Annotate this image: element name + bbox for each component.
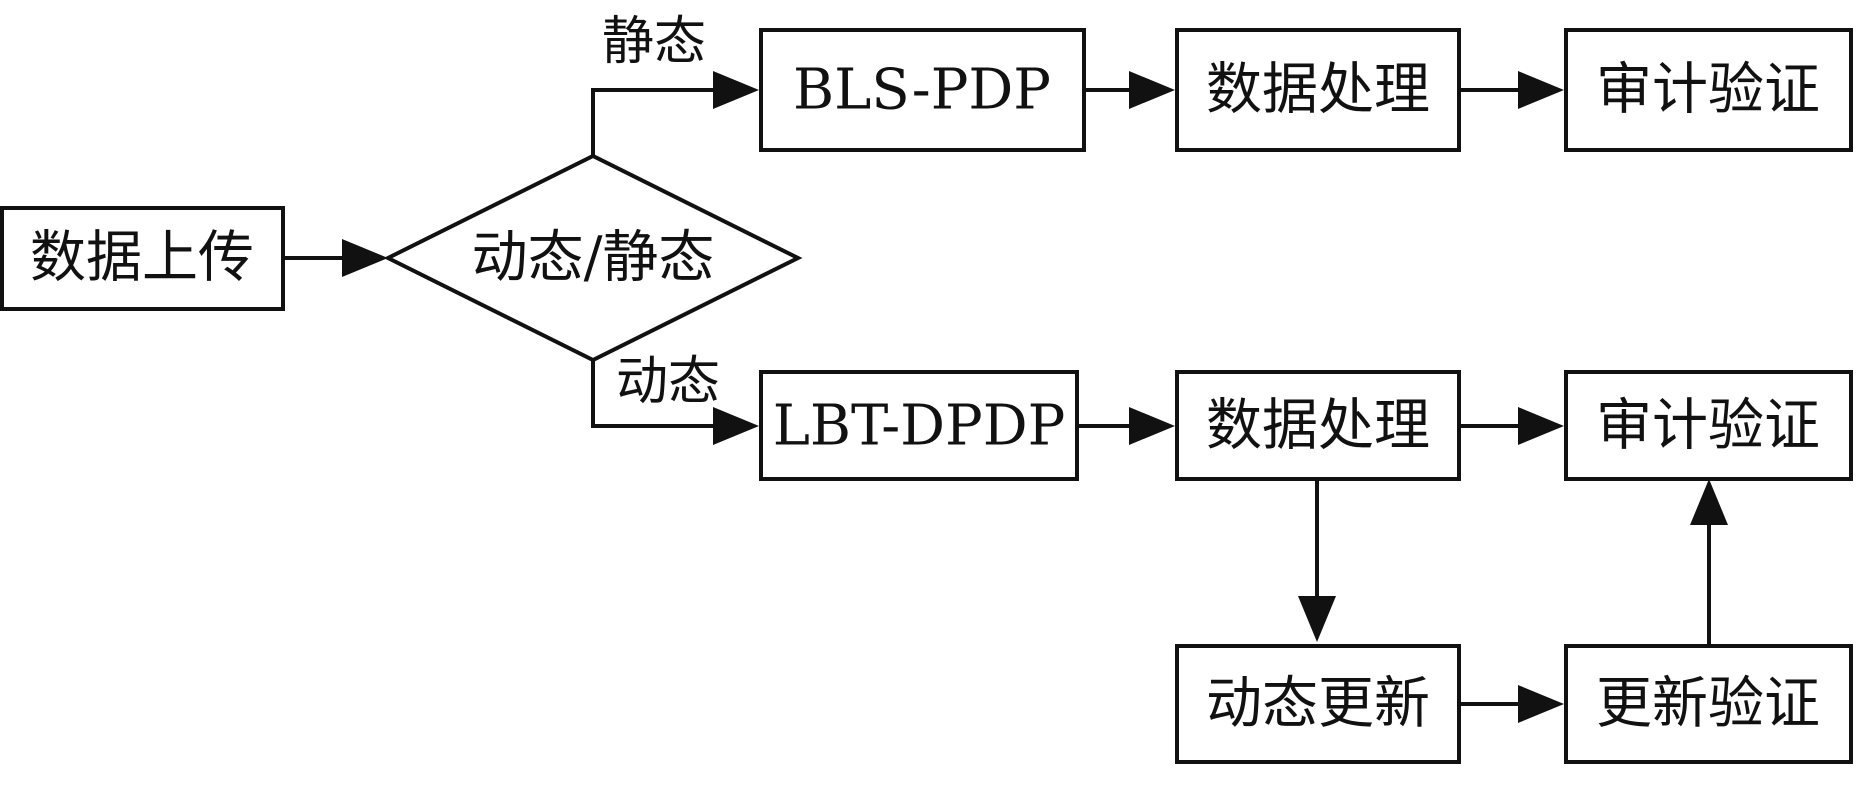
node-dynamic-update: 动态更新 xyxy=(1175,644,1461,764)
edge-decision-to-bls xyxy=(591,88,725,156)
node-top-process-label: 数据处理 xyxy=(1206,58,1430,123)
node-bls-pdp-label: BLS-PDP xyxy=(793,58,1051,123)
connectors xyxy=(285,88,1711,706)
arrowhead-to-lbt xyxy=(713,407,759,445)
arrowhead-to-top-audit xyxy=(1518,71,1564,109)
arrowhead-to-bottom-process xyxy=(1129,407,1175,445)
node-lbt-dpdp-label: LBT-DPDP xyxy=(773,394,1066,459)
node-bottom-process: 数据处理 xyxy=(1175,370,1461,481)
node-upload-label: 数据上传 xyxy=(30,226,254,291)
node-bottom-audit-label: 审计验证 xyxy=(1596,394,1820,459)
node-top-process: 数据处理 xyxy=(1175,28,1461,152)
edge-label-static: 静态 xyxy=(602,12,706,72)
node-update-verify: 更新验证 xyxy=(1564,644,1853,764)
node-decision-label: 动态/静态 xyxy=(472,226,715,291)
node-bottom-process-label: 数据处理 xyxy=(1206,394,1430,459)
node-lbt-dpdp: LBT-DPDP xyxy=(759,370,1079,481)
node-bls-pdp: BLS-PDP xyxy=(759,28,1086,152)
node-top-audit: 审计验证 xyxy=(1564,28,1853,152)
arrowhead-to-audit-up xyxy=(1690,479,1728,525)
arrowhead-upload-decision xyxy=(342,239,388,277)
arrowheads xyxy=(342,71,1728,723)
arrowhead-to-bottom-audit xyxy=(1518,407,1564,445)
edge-label-dynamic: 动态 xyxy=(616,352,720,412)
node-update-verify-label: 更新验证 xyxy=(1596,672,1820,737)
node-dynamic-update-label: 动态更新 xyxy=(1206,672,1430,737)
arrowhead-to-bls xyxy=(713,71,759,109)
node-top-audit-label: 审计验证 xyxy=(1596,58,1820,123)
node-decision: 动态/静态 xyxy=(383,153,803,363)
node-bottom-audit: 审计验证 xyxy=(1564,370,1853,481)
arrowhead-to-update xyxy=(1298,596,1336,642)
arrowhead-to-verify xyxy=(1518,685,1564,723)
arrowhead-to-top-process xyxy=(1129,71,1175,109)
node-upload: 数据上传 xyxy=(0,206,285,311)
edge-decision-to-lbt xyxy=(591,360,725,428)
